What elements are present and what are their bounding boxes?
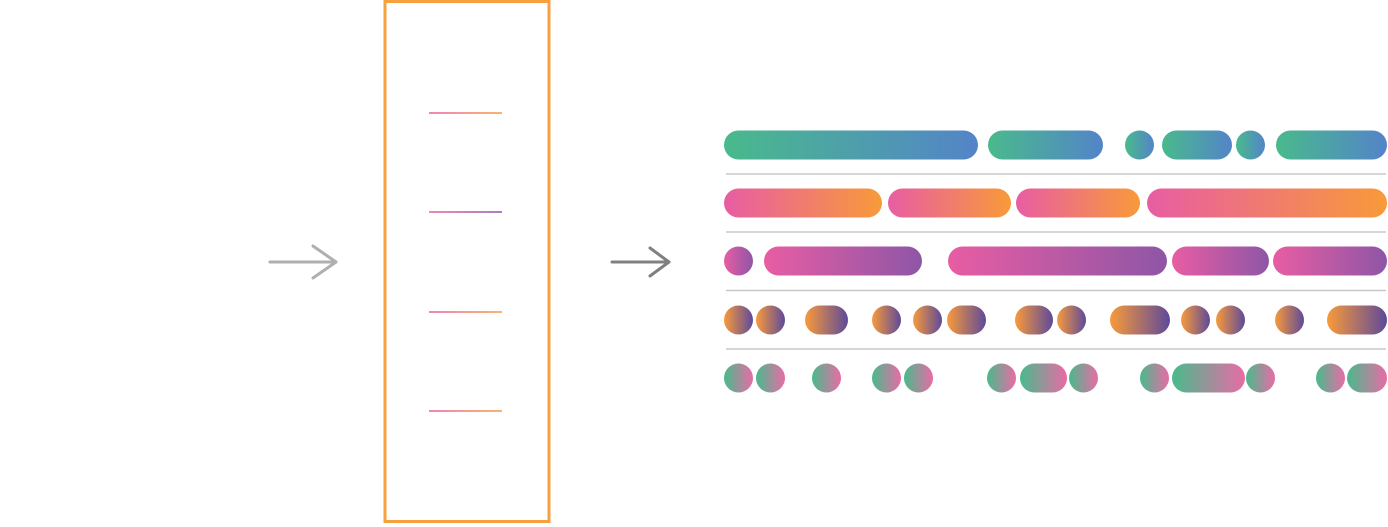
track-segment	[764, 246, 922, 276]
track-segment	[1069, 363, 1098, 393]
track-segment	[1172, 246, 1269, 276]
track-segment	[1015, 305, 1053, 335]
track-2	[724, 188, 1387, 218]
box-tick	[429, 211, 502, 213]
track-segment	[872, 305, 901, 335]
track-segment	[1273, 246, 1387, 276]
track-segment	[724, 188, 882, 218]
track-segment	[1316, 363, 1345, 393]
track-1	[724, 130, 1387, 160]
track-segment	[888, 188, 1011, 218]
track-segment	[724, 130, 978, 160]
track-segment	[1020, 363, 1067, 393]
track-4	[724, 305, 1387, 335]
track-segment	[948, 246, 1167, 276]
track-segment	[1275, 305, 1304, 335]
track-segment	[987, 363, 1016, 393]
track-5	[724, 363, 1387, 393]
track-segment	[1246, 363, 1275, 393]
box-tick	[429, 112, 502, 114]
track-segment	[724, 305, 753, 335]
track-segment	[913, 305, 942, 335]
track-segment	[1181, 305, 1210, 335]
output-arrow-icon	[610, 246, 671, 278]
track-segment	[724, 363, 753, 393]
track-segment	[904, 363, 933, 393]
track-segment	[1236, 130, 1265, 160]
track-segment	[1147, 188, 1387, 218]
track-segment	[1125, 130, 1154, 160]
processing-box	[383, 0, 551, 523]
track-segment	[1057, 305, 1086, 335]
track-segment	[947, 305, 986, 335]
track-segment	[1327, 305, 1387, 335]
track-3	[724, 246, 1387, 276]
track-segment	[812, 363, 841, 393]
input-arrow-icon	[268, 244, 338, 280]
output-tracks	[724, 130, 1387, 393]
track-segment	[756, 305, 785, 335]
track-segment	[724, 246, 753, 276]
box-tick	[429, 410, 502, 412]
track-segment	[1110, 305, 1170, 335]
track-segment	[1140, 363, 1169, 393]
track-segment	[805, 305, 848, 335]
box-tick	[429, 311, 502, 313]
track-segment	[872, 363, 901, 393]
track-segment	[1216, 305, 1245, 335]
box-tick-group	[429, 112, 502, 412]
track-segment	[756, 363, 785, 393]
track-segment	[1162, 130, 1232, 160]
track-segment	[1276, 130, 1387, 160]
track-segment	[1172, 363, 1245, 393]
track-segment	[1016, 188, 1140, 218]
track-segment	[988, 130, 1103, 160]
track-segment	[1347, 363, 1387, 393]
